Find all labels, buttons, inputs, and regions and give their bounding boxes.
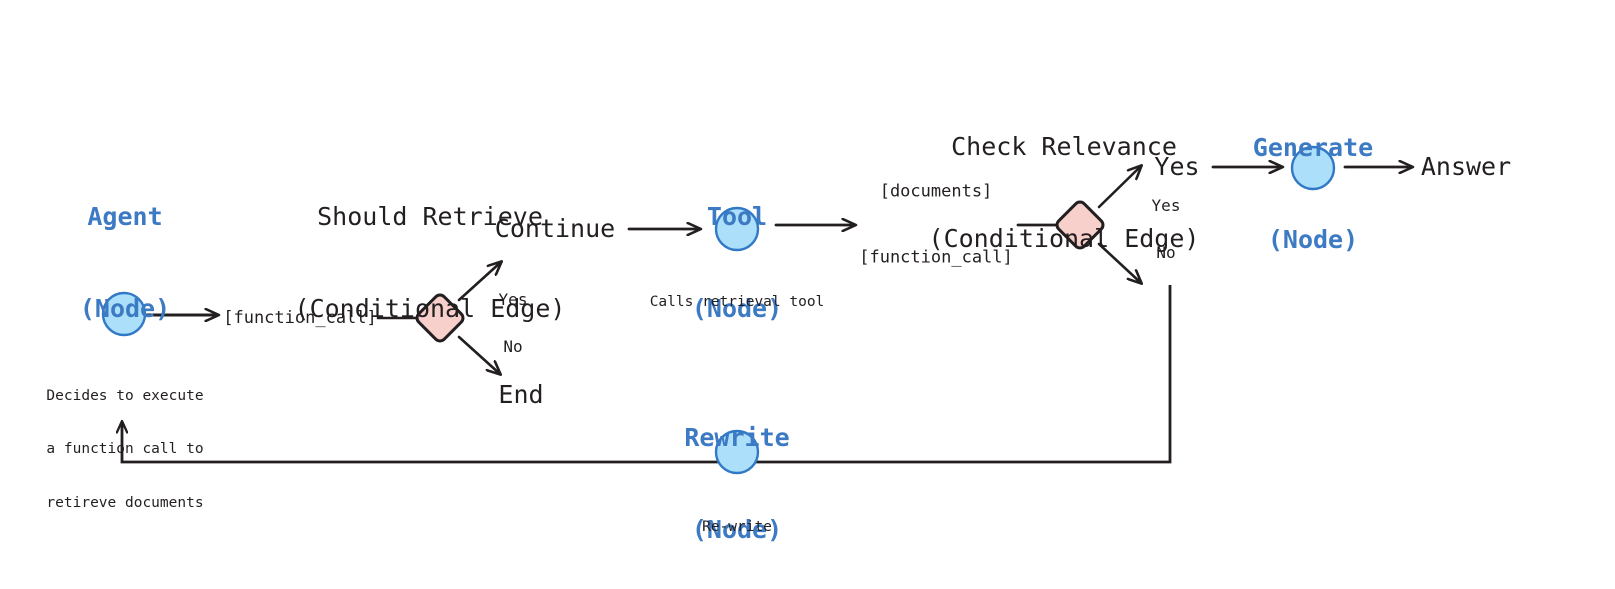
node-generate-circle[interactable] [1290,145,1336,191]
group-title-tool: Tool (Node) [692,141,782,385]
node-should-retrieve-diamond[interactable] [415,293,466,344]
group-title-should-retrieve-line2: (Conditional Edge) [294,293,566,323]
group-title-generate-line1: Generate [1252,133,1374,162]
node-tool-circle[interactable] [714,206,760,252]
group-title-agent: Agent (Node) [80,141,170,385]
edge-label-documents-line1: [documents] [879,181,993,202]
terminal-label-answer: Answer [1420,151,1512,181]
group-title-should-retrieve: Should Retrieve (Conditional Edge) [295,141,566,385]
node-caption-tool: Calls retrieval tool [650,259,825,347]
edge-relevance-no [1097,242,1141,283]
node-caption-agent-line3: retireve documents [46,494,204,511]
node-caption-rewrite: Re-write [702,484,772,572]
branch-label-relevance-yes-major: Yes [1154,151,1200,181]
group-title-agent-line1: Agent [87,202,163,231]
group-title-check-relevance: Check Relevance (Conditional Edge) [929,71,1200,315]
node-agent-circle[interactable] [101,291,147,337]
edge-should-retrieve-no [457,335,500,374]
node-check-relevance-diamond[interactable] [1055,200,1106,251]
node-caption-rewrite-line1: Re-write [702,519,772,536]
node-caption-agent: Decides to execute a function call to re… [46,353,203,548]
edge-should-retrieve-yes [457,262,501,302]
edge-label-agent-function-call: [function_call] [223,307,377,328]
edge-label-continue: Continue [494,213,616,243]
node-caption-agent-line2: a function call to [46,441,204,458]
branch-label-check-relevance-yes: Yes [1151,196,1181,216]
group-title-rewrite-line1: Rewrite [684,423,790,452]
group-title-rewrite: Rewrite (Node) [684,362,789,589]
node-caption-agent-line1: Decides to execute [46,388,204,405]
branch-label-should-retrieve-yes: Yes [498,290,528,310]
terminal-label-end: End [498,379,544,409]
group-title-generate: Generate (Node) [1253,72,1373,316]
group-title-rewrite-line2: (Node) [691,514,783,544]
edge-label-documents-line2: [function_call] [859,248,1013,269]
branch-label-check-relevance-no: No [1156,243,1176,263]
group-title-tool-line2: (Node) [691,293,783,323]
edge-rewrite-loop [122,285,1172,464]
group-title-check-relevance-line2: (Conditional Edge) [928,223,1200,253]
node-rewrite-circle[interactable] [714,429,760,475]
group-title-should-retrieve-line1: Should Retrieve [317,202,543,231]
branch-label-should-retrieve-no: No [503,337,523,357]
group-title-check-relevance-line1: Check Relevance [951,132,1177,161]
edge-label-documents: [documents] [function_call] [859,137,1013,314]
group-title-generate-line2: (Node) [1267,224,1359,254]
group-title-agent-line2: (Node) [79,293,171,323]
edge-relevance-yes [1097,166,1141,209]
group-title-tool-line1: Tool [706,202,768,231]
node-caption-tool-line1: Calls retrieval tool [649,294,825,311]
